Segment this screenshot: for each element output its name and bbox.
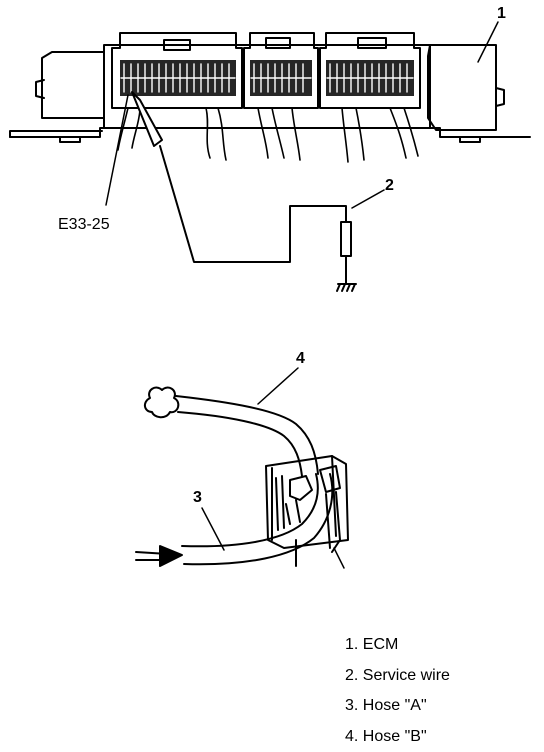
callout-ecm-number: 1: [497, 6, 506, 22]
callout-terminal-label: E33-25: [58, 217, 110, 233]
service-wire: [132, 92, 356, 291]
callout-service-wire-number: 2: [385, 178, 394, 194]
callout-hose-b-number: 4: [296, 351, 305, 367]
legend-item-service-wire: 2. Service wire: [345, 661, 450, 692]
callout-hose-a-number: 3: [193, 490, 202, 506]
legend-item-ecm: 1. ECM: [345, 630, 450, 661]
legend-item-hose-a: 3. Hose "A": [345, 691, 450, 722]
vacuum-valve: [266, 456, 348, 552]
legend: 1. ECM 2. Service wire 3. Hose "A" 4. Ho…: [345, 630, 450, 752]
legend-item-hose-b: 4. Hose "B": [345, 722, 450, 752]
